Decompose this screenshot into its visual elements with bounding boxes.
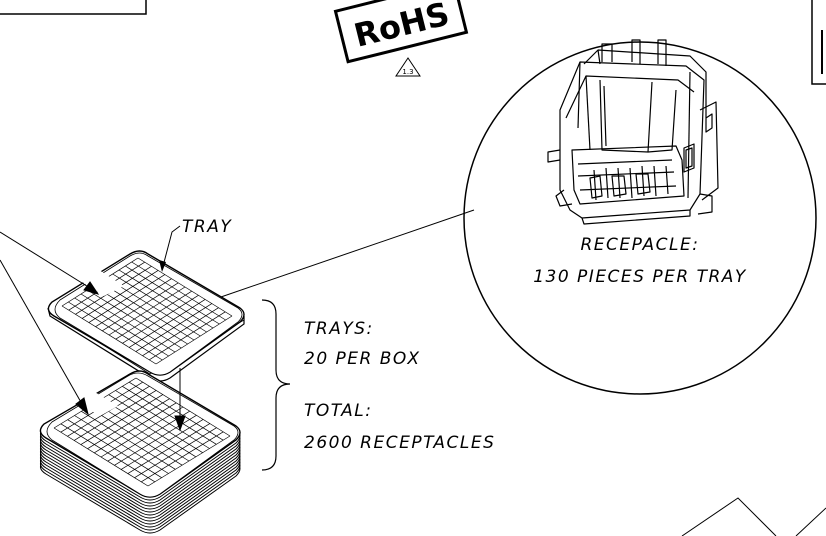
total-note-line1: TOTAL: xyxy=(304,401,372,421)
grid-line xyxy=(147,435,231,487)
grid-line xyxy=(127,423,211,474)
grid-line xyxy=(81,270,159,319)
grid-line xyxy=(108,286,186,336)
grid-line xyxy=(120,419,204,470)
total-note-line2: 2600 RECEPTACLES xyxy=(304,433,495,453)
title-block-frame xyxy=(0,0,147,15)
grid-line xyxy=(88,274,166,323)
grid-line xyxy=(95,278,172,328)
corner-outline xyxy=(681,497,826,536)
revision-triangle: 1.3 xyxy=(395,57,421,77)
revision-number: 1.3 xyxy=(402,68,413,76)
grid-line xyxy=(135,303,213,352)
grid-line xyxy=(100,406,184,458)
grid-line xyxy=(149,311,226,361)
tray-stack xyxy=(39,370,241,534)
grid-line xyxy=(155,315,233,365)
grid-line xyxy=(122,294,199,344)
rohs-stamp: RoHS xyxy=(333,0,469,64)
grid-line xyxy=(128,299,206,348)
receptacle-note-line1: RECEPACLE: xyxy=(580,235,699,255)
detail-circle xyxy=(463,41,817,395)
grid-line xyxy=(94,402,177,454)
grid-line xyxy=(73,390,157,441)
tray-callout-label: TRAY xyxy=(182,217,232,237)
single-tray xyxy=(47,250,245,382)
rohs-text: RoHS xyxy=(350,0,453,55)
grid-line xyxy=(102,282,179,332)
right-frame xyxy=(811,0,826,85)
grid-line xyxy=(134,427,217,479)
trays-note-line1: TRAYS: xyxy=(304,319,374,339)
trays-note-line2: 20 PER BOX xyxy=(304,349,420,369)
grid-line xyxy=(141,431,224,483)
grid-line xyxy=(142,307,219,357)
grid-line xyxy=(80,394,164,445)
leader-arrows xyxy=(0,231,186,432)
receptacle-note-line2: 130 PIECES PER TRAY xyxy=(533,267,747,287)
detail-leader-upper xyxy=(217,209,475,299)
grid-line xyxy=(87,398,170,450)
grid-line xyxy=(115,290,192,340)
tray-callout: TRAY xyxy=(159,217,232,272)
quantity-brace xyxy=(261,299,291,471)
receptacle-drawing xyxy=(547,39,719,225)
